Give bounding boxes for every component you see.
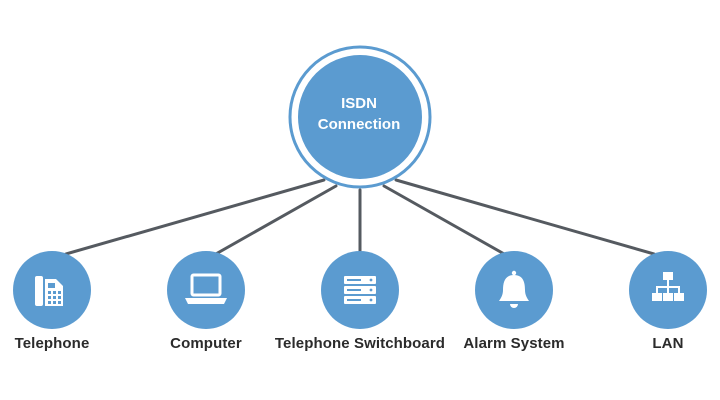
connector-alarm: [382, 184, 508, 257]
label-computer: Computer: [170, 335, 242, 352]
network-icon: [652, 272, 684, 301]
connectors: [64, 178, 656, 257]
hub-label-line1: ISDN: [341, 95, 377, 112]
label-telephone: Telephone: [14, 335, 90, 352]
bell-icon: [499, 270, 529, 308]
telephone-icon: [35, 276, 63, 306]
switchboard-icon: [344, 276, 376, 304]
hub-label-line2: Connection: [317, 116, 401, 133]
label-alarm-system: Alarm System: [463, 335, 565, 352]
laptop-icon: [185, 273, 227, 304]
label-switchboard: Telephone Switchboard: [274, 335, 446, 352]
node-circle-computer: [167, 251, 245, 329]
hub-node: [288, 45, 432, 189]
connector-lan: [394, 178, 656, 256]
connector-computer: [212, 184, 338, 257]
hub-label: ISDN Connection: [259, 93, 459, 135]
label-lan: LAN: [652, 335, 684, 352]
connector-telephone: [64, 178, 326, 256]
